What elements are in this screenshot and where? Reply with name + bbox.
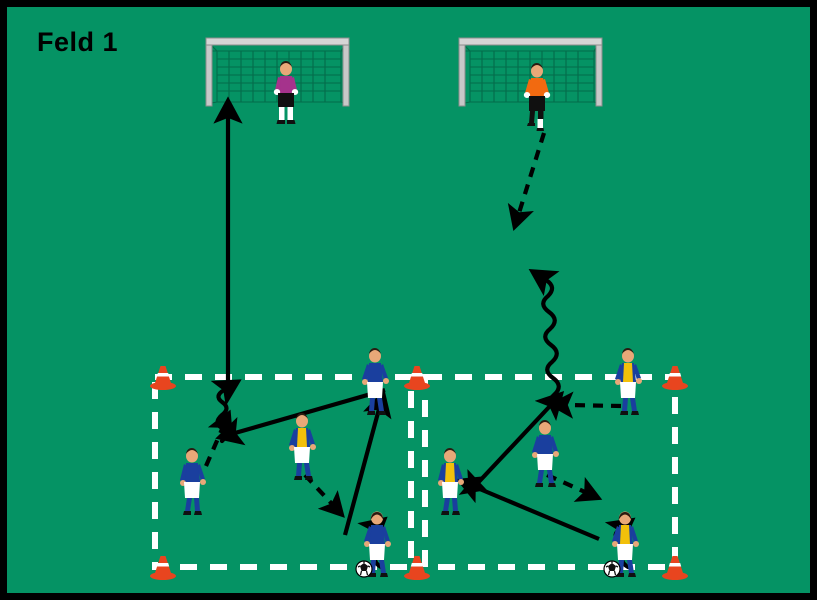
cones-layer [150, 366, 688, 580]
players-layer [180, 61, 642, 578]
player-left-grid-west[interactable] [180, 448, 206, 515]
page-title: Feld 1 [37, 27, 119, 57]
player-right-grid-top[interactable] [615, 348, 642, 415]
arrow-pass-bottom-to-west-right-grid [456, 476, 600, 541]
goalkeeper-left[interactable] [273, 61, 299, 124]
arrows-layer [204, 96, 636, 570]
cone-left-grid-br [404, 556, 430, 580]
goal-left-crossbar [205, 37, 350, 46]
player-right-grid-center[interactable] [532, 420, 559, 487]
grid-left [152, 374, 414, 570]
cone-right-grid-tr [662, 366, 688, 390]
player-left-grid-center[interactable] [289, 413, 316, 480]
dribble-right-to-goal [528, 268, 561, 414]
player-right-grid-west[interactable] [438, 448, 464, 515]
cone-right-grid-br [662, 556, 688, 580]
arrow-run-west-left-grid [204, 409, 233, 467]
cone-left-grid-tl [150, 366, 176, 390]
goalkeeper-right[interactable] [523, 63, 551, 131]
goal-right [458, 37, 603, 107]
goal-left [205, 37, 350, 107]
cone-left-grid-bl [150, 556, 176, 580]
arrow-run-top-right-grid [548, 391, 622, 419]
arrow-pass-right-to-left-left-grid [215, 387, 386, 446]
arrow-pass-bottom-to-top-left-grid [342, 389, 392, 536]
arrow-run-center-right-grid [546, 473, 603, 502]
player-left-grid-bottom[interactable] [355, 511, 391, 578]
solid-arrows-group [213, 96, 600, 541]
player-right-grid-bottom[interactable] [603, 511, 639, 578]
arrow-run-keeper-right [507, 132, 547, 232]
goals-layer [205, 37, 603, 107]
soccer-ball [603, 560, 621, 578]
player-left-grid-top[interactable] [362, 348, 389, 415]
soccer-ball [355, 560, 373, 578]
dribble-left-grid-to-shot [210, 379, 242, 444]
soccer-field: Feld 1 [7, 7, 810, 593]
goal-right-crossbar [458, 37, 603, 46]
cone-left-grid-tr [404, 366, 430, 390]
